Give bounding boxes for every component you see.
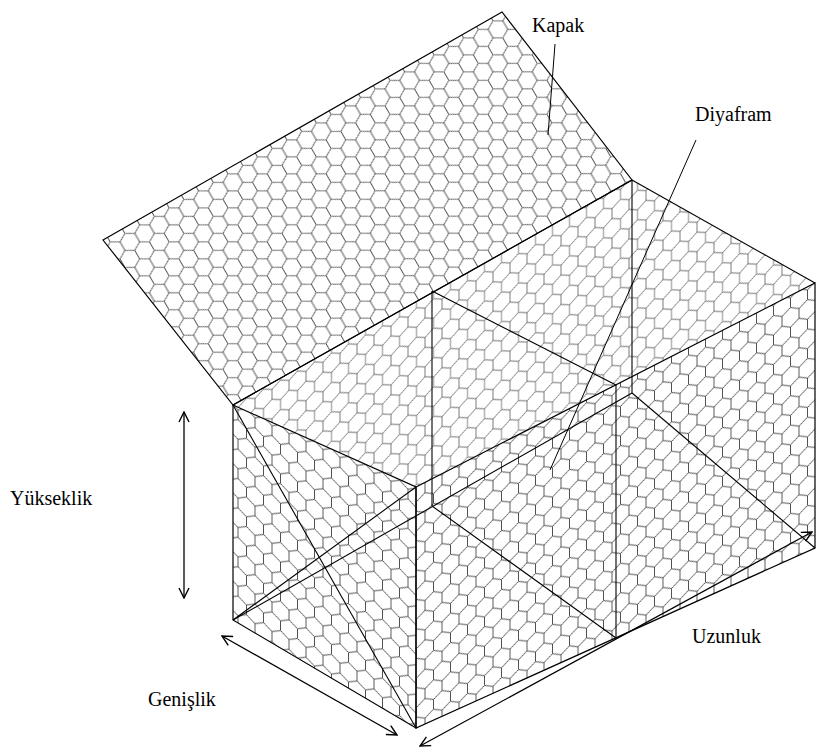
part-label: Genişlik — [148, 688, 216, 710]
side-panel — [416, 283, 815, 728]
end-panel — [233, 405, 416, 728]
dimension-arrow — [222, 636, 397, 735]
dimension-arrow — [420, 532, 812, 746]
part-label: Kapak — [532, 14, 584, 36]
leader-line — [550, 140, 696, 470]
part-label: Diyafram — [695, 103, 772, 125]
part-label: Yükseklik — [10, 487, 92, 509]
part-label: Uzunluk — [692, 625, 761, 647]
dimension-arrow — [183, 412, 184, 598]
leader-line — [548, 44, 555, 135]
box-edges — [233, 180, 815, 728]
